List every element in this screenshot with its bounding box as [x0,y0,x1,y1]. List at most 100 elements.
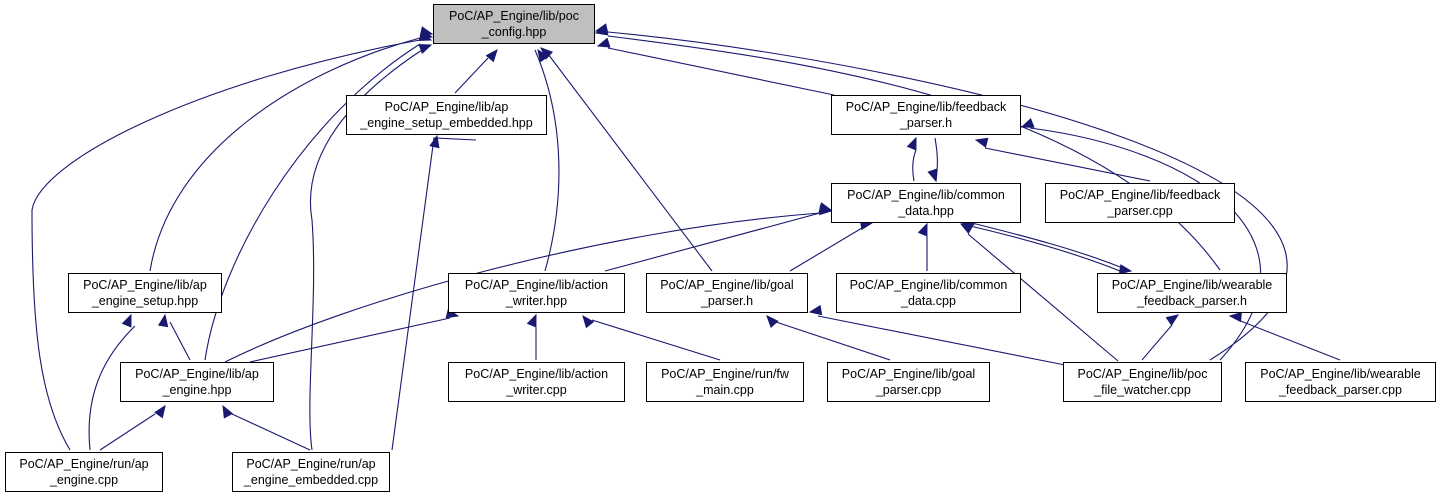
dependency-edge [224,212,821,363]
file-node-label-line2: _data.cpp [901,294,956,308]
file-node-label-line1: PoC/AP_Engine/lib/common [849,278,1008,292]
file-node-ap-engine-setup-embedded-hpp[interactable]: PoC/AP_Engine/lib/ap _engine_setup_embedd… [346,95,547,135]
arrowhead [974,137,989,148]
arrowhead [766,315,779,329]
file-node-label-line1: PoC/AP_Engine/run/ap [19,457,149,471]
file-node-label-line2: _config.hpp [481,25,547,39]
file-node-label-line2: _feedback_parser.cpp [1278,383,1402,397]
dependency-edge [967,233,1119,362]
file-node-label-line2: _parser.cpp [875,383,942,397]
file-node-feedback-parser-h[interactable]: PoC/AP_Engine/lib/feedback _parser.h [831,95,1021,135]
file-node-run-ap-engine-cpp[interactable]: PoC/AP_Engine/run/ap _engine.cpp [5,452,163,492]
dependency-edge [544,49,713,272]
arrowhead [1228,311,1242,323]
file-node-label-line2: _engine.hpp [162,383,232,397]
file-node-label-line1: PoC/AP_Engine/lib/ap [135,367,259,381]
dependency-edge [149,37,421,272]
dependency-edge [984,147,1151,182]
dependency-edge [249,317,451,363]
file-node-common-data-cpp[interactable]: PoC/AP_Engine/lib/common _data.cpp [836,273,1021,313]
file-node-label-line2: _engine_setup_embedded.hpp [360,116,533,130]
arrowhead [222,404,234,419]
arrowhead [906,136,917,151]
file-node-label-line1: PoC/AP_Engine/lib/wearable [1260,367,1421,381]
file-node-label-line2: _main.cpp [696,383,754,397]
file-node-wearable-feedback-parser-h[interactable]: PoC/AP_Engine/lib/wearable _feedback_pars… [1097,273,1287,313]
arrowhead [429,134,440,149]
file-node-label-line1: PoC/AP_Engine/lib/action [464,278,609,292]
arrowhead [418,44,433,54]
file-node-label-line2: _writer.cpp [506,383,567,397]
file-node-label-line2: _parser.h [700,294,754,308]
arrowhead [927,168,938,183]
file-node-label-line2: _parser.h [899,116,953,130]
arrowhead [485,48,498,63]
arrowhead [121,313,132,328]
file-node-label-line1: PoC/AP_Engine/lib/feedback [845,100,1007,114]
dependency-edge [204,43,421,361]
file-node-ap-engine-embedded-cpp[interactable]: PoC/AP_Engine/run/ap _engine_embedded.cpp [232,452,390,492]
file-node-label-line1: PoC/AP_Engine/lib/goal [660,278,794,292]
arrowhead [594,23,609,34]
file-node-ap-engine-setup-hpp[interactable]: PoC/AP_Engine/lib/ap _engine_setup.hpp [68,273,222,313]
dependency-edge [969,225,1121,272]
dependency-edge [775,321,891,361]
arrowhead [540,47,554,60]
file-node-label-line1: PoC/AP_Engine/lib/common [847,188,1005,202]
arrowhead [1118,264,1133,275]
dependency-edge [99,413,156,451]
dependency-edge [912,149,917,182]
file-node-label-line1: PoC/AP_Engine/run/fw [661,367,789,381]
file-node-label-line2: _feedback_parser.h [1137,294,1247,308]
dependency-edge [607,47,835,96]
arrowhead [526,313,537,328]
arrowhead [959,223,974,235]
file-node-goal-parser-h[interactable]: PoC/AP_Engine/lib/goal _parser.h [646,273,808,313]
arrowhead [419,29,434,40]
dependency-edge [1141,324,1173,361]
file-node-feedback-parser-cpp[interactable]: PoC/AP_Engine/lib/feedback _parser.cpp [1045,183,1235,223]
dependency-edge [1237,319,1341,361]
dependency-edge [88,325,136,451]
file-node-label-line1: PoC/AP_Engine/run/ap [246,457,376,471]
file-node-label-line1: PoC/AP_Engine/lib/wearable [1111,278,1273,292]
file-node-label-line1: PoC/AP_Engine/lib/action [464,367,609,381]
arrowhead [154,404,166,419]
file-node-label-line2: _engine.cpp [49,473,119,487]
dependency-edge [231,413,311,451]
dependency-edge [309,47,426,451]
arrowhead [596,37,611,48]
arrowhead [157,313,169,328]
file-node-label-line1: PoC/AP_Engine/lib/ap [384,100,509,114]
arrowhead [808,304,823,316]
file-node-common-data-hpp[interactable]: PoC/AP_Engine/lib/common_data.hpp [831,183,1021,223]
file-node-label-line1: PoC/AP_Engine/lib/ap [83,278,207,292]
dependency-edge [534,49,560,272]
dependency-edge [454,57,489,94]
file-node-label-line2: _engine_embedded.cpp [243,473,379,487]
file-node-label-line1: PoC/AP_Engine/lib/poc [449,9,579,23]
dependency-edge [607,35,1221,271]
file-node-action-writer-cpp[interactable]: PoC/AP_Engine/lib/action _writer.cpp [448,362,625,402]
dependency-edge [31,39,421,451]
file-node-label-line2: _parser.cpp [1107,204,1173,218]
file-node-action-writer-hpp[interactable]: PoC/AP_Engine/lib/action _writer.hpp [448,273,625,313]
file-node-wearable-feedback-parser-cpp[interactable]: PoC/AP_Engine/lib/wearable _feedback_pars… [1245,362,1436,402]
file-node-label-line2: _writer.hpp [505,294,568,308]
dependency-edge [604,212,821,272]
arrowhead [582,314,595,329]
file-node-goal-parser-cpp[interactable]: PoC/AP_Engine/lib/goal _parser.cpp [827,362,990,402]
file-node-poc-file-watcher-cpp[interactable]: PoC/AP_Engine/lib/poc_file_watcher.cpp [1063,362,1222,402]
arrowhead [1020,117,1035,128]
file-node-label-line2: _file_watcher.cpp [1094,383,1191,397]
file-node-label-line1: PoC/AP_Engine/lib/goal [841,367,976,381]
dependency-edge [1029,127,1262,361]
dependency-edge [971,222,1131,272]
file-node-label-line2: _engine_setup.hpp [91,294,199,308]
arrowhead [818,202,833,213]
file-node-label-line1: PoC/AP_Engine/lib/feedback [1059,188,1221,202]
file-node-fw-main-cpp[interactable]: PoC/AP_Engine/run/fw _main.cpp [646,362,804,402]
file-node-ap-engine-hpp[interactable]: PoC/AP_Engine/lib/ap _engine.hpp [120,362,274,402]
dependency-edge [591,319,721,361]
